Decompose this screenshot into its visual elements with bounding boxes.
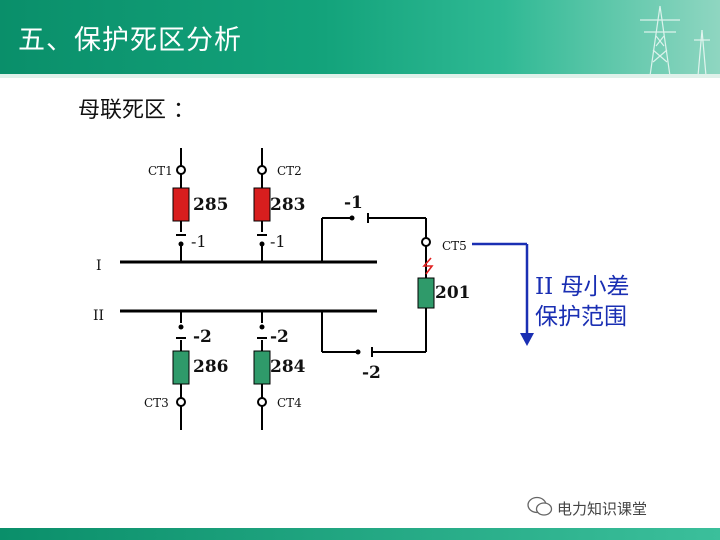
ct4-label: CT4 — [277, 396, 302, 410]
coupler-switch-1-label: -1 — [344, 193, 363, 213]
bus-1-label: I — [96, 258, 102, 274]
switch-285-label: -1 — [191, 232, 207, 251]
breaker-283-label: 283 — [270, 195, 306, 215]
breaker-285 — [172, 187, 190, 222]
section-subtitle: 母联死区 ： — [78, 98, 195, 123]
power-tower-icon — [640, 5, 710, 77]
coupler-switch-1-contact — [349, 215, 355, 221]
ct1-label: CT1 — [148, 164, 173, 178]
coupler-switch-2-contact — [355, 349, 361, 355]
range-line-1: II 母小差 — [535, 274, 630, 300]
bus-coupler — [321, 213, 431, 357]
page-title: 五、保护死区分析 — [18, 25, 242, 56]
feeder-285 — [176, 148, 186, 262]
breaker-201-label: 201 — [435, 283, 471, 303]
feeder-284 — [257, 311, 267, 430]
switch-283-contact — [259, 241, 265, 247]
breaker-284 — [253, 350, 271, 385]
switch-286-contact — [178, 324, 184, 330]
feeder-286 — [176, 311, 186, 430]
switch-283-label: -1 — [270, 232, 286, 251]
switch-286-label: -2 — [193, 327, 212, 347]
switch-284-contact — [259, 324, 265, 330]
footer-band — [0, 528, 720, 540]
coupler-switch-2-label: -2 — [362, 363, 381, 383]
breaker-284-label: 284 — [270, 357, 306, 377]
ct2-label: CT2 — [277, 164, 302, 178]
breaker-285-label: 285 — [193, 195, 229, 215]
header-bar: 五、保护死区分析 — [0, 0, 720, 78]
wechat-icon — [527, 496, 553, 516]
protection-range-text: II 母小差 保护范围 — [535, 272, 629, 332]
fault-lightning-icon — [422, 257, 434, 275]
watermark-text: 电力知识课堂 — [557, 500, 648, 518]
breaker-283 — [253, 187, 271, 222]
feeder-283 — [257, 148, 267, 262]
ct5-label: CT5 — [442, 239, 467, 253]
breaker-201 — [417, 277, 435, 309]
switch-285-contact — [178, 241, 184, 247]
protection-range-arrow — [472, 242, 529, 335]
breaker-286-label: 286 — [193, 357, 229, 377]
breaker-286 — [172, 350, 190, 385]
arrow-head-icon — [520, 333, 534, 346]
header-stripe — [0, 74, 720, 78]
switch-284-label: -2 — [270, 327, 289, 347]
bus-2-label: II — [93, 308, 104, 324]
range-line-2: 保护范围 — [535, 304, 627, 330]
ct3-label: CT3 — [144, 396, 169, 410]
